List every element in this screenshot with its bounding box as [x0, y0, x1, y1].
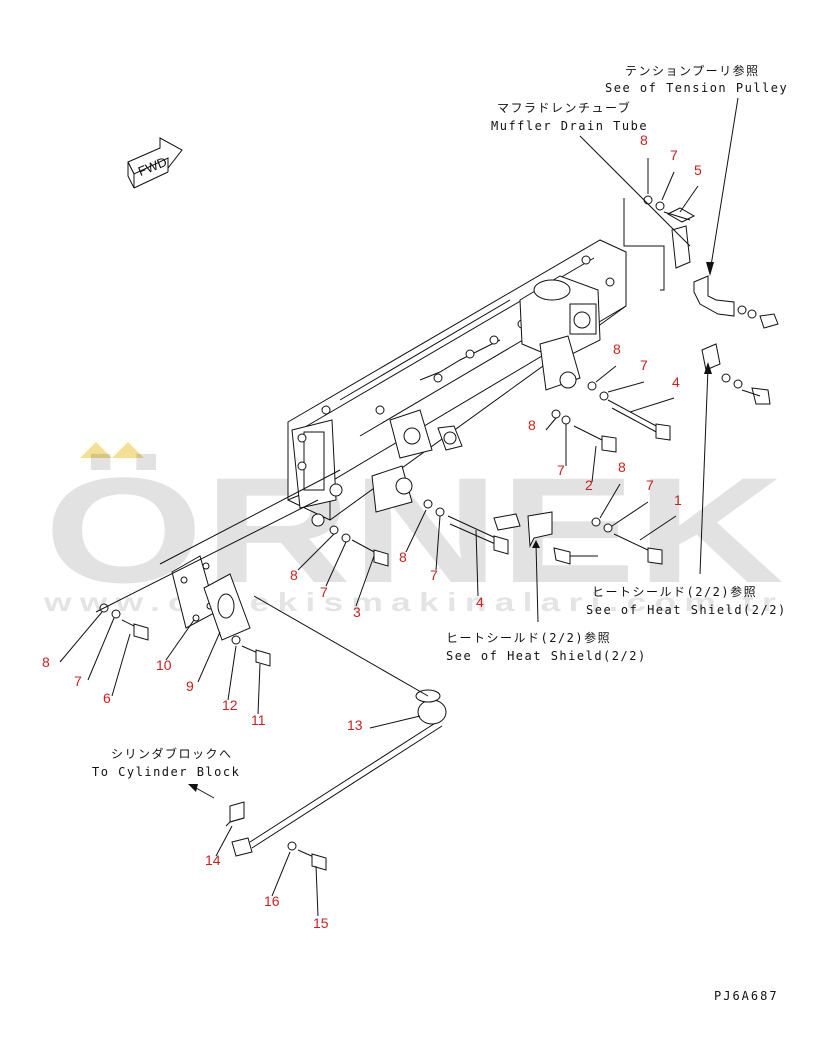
fwd-arrow-icon: FWD [127, 137, 183, 189]
callout-2: 2 [585, 477, 593, 493]
callout-7: 7 [430, 567, 438, 583]
clip-heat-mid [527, 511, 553, 548]
fasteners [99, 195, 779, 871]
watermark-accent-left [80, 442, 112, 458]
callout-12: 12 [222, 697, 238, 713]
callout-8: 8 [618, 459, 626, 475]
watermark: ÖRNEK www.ornekismakinalari.com.tr [43, 442, 784, 617]
leader-lines [59, 97, 739, 917]
tension-label-jp: テンションプーリ参照 [625, 63, 760, 78]
heat-shield-mid-jp: ヒートシールド(2/2)参照 [446, 630, 611, 645]
callout-7: 7 [557, 462, 565, 478]
callout-7: 7 [640, 357, 648, 373]
callout-1: 1 [674, 492, 682, 508]
clip-heat-right [701, 343, 721, 371]
reference-labels: テンションプーリ参照 See of Tension Pulley マフラドレンチ… [92, 63, 788, 1003]
drawing-code: PJ6A687 [714, 989, 779, 1003]
callout-9: 9 [186, 678, 194, 694]
clip-14 [225, 801, 245, 827]
callout-7: 7 [74, 673, 82, 689]
callout-15: 15 [313, 915, 329, 931]
callout-10: 10 [156, 657, 172, 673]
cover-plate-9 [203, 573, 251, 641]
callout-4: 4 [476, 594, 484, 610]
cylinder-label-en: To Cylinder Block [92, 765, 240, 779]
callout-7: 7 [646, 477, 654, 493]
muffler-label-en: Muffler Drain Tube [491, 119, 648, 133]
heat-shield-mid-en: See of Heat Shield(2/2) [446, 649, 647, 663]
callout-13: 13 [347, 717, 363, 733]
callout-7: 7 [320, 584, 328, 600]
clamp-tension [671, 225, 735, 317]
heat-shield-right-jp: ヒートシールド(2/2)参照 [592, 584, 757, 599]
tension-label-en: See of Tension Pulley [605, 81, 788, 95]
watermark-accent-right [112, 442, 144, 458]
callout-7: 7 [670, 147, 678, 163]
callout-8: 8 [42, 654, 50, 670]
callout-11: 11 [251, 712, 266, 728]
callout-4: 4 [672, 374, 680, 390]
callout-6: 6 [103, 690, 111, 706]
watermark-brand: ÖRNEK [44, 446, 784, 614]
housing-cover [287, 239, 627, 527]
callout-8: 8 [290, 567, 298, 583]
drain-tube [231, 689, 447, 857]
callout-8: 8 [399, 549, 407, 565]
callout-3: 3 [353, 604, 361, 620]
cylinder-label-jp: シリンダブロックへ [111, 746, 233, 761]
callout-14: 14 [205, 852, 221, 868]
callout-16: 16 [264, 893, 280, 909]
watermark-url: www.ornekismakinalari.com.tr [43, 587, 784, 617]
muffler-label-jp: マフラドレンチューブ [497, 100, 631, 115]
callout-8: 8 [528, 417, 536, 433]
callout-8: 8 [613, 341, 621, 357]
housing-port [303, 431, 325, 491]
heat-shield-right-en: See of Heat Shield(2/2) [586, 603, 787, 617]
callout-8: 8 [640, 132, 648, 148]
callout-5: 5 [694, 162, 702, 178]
